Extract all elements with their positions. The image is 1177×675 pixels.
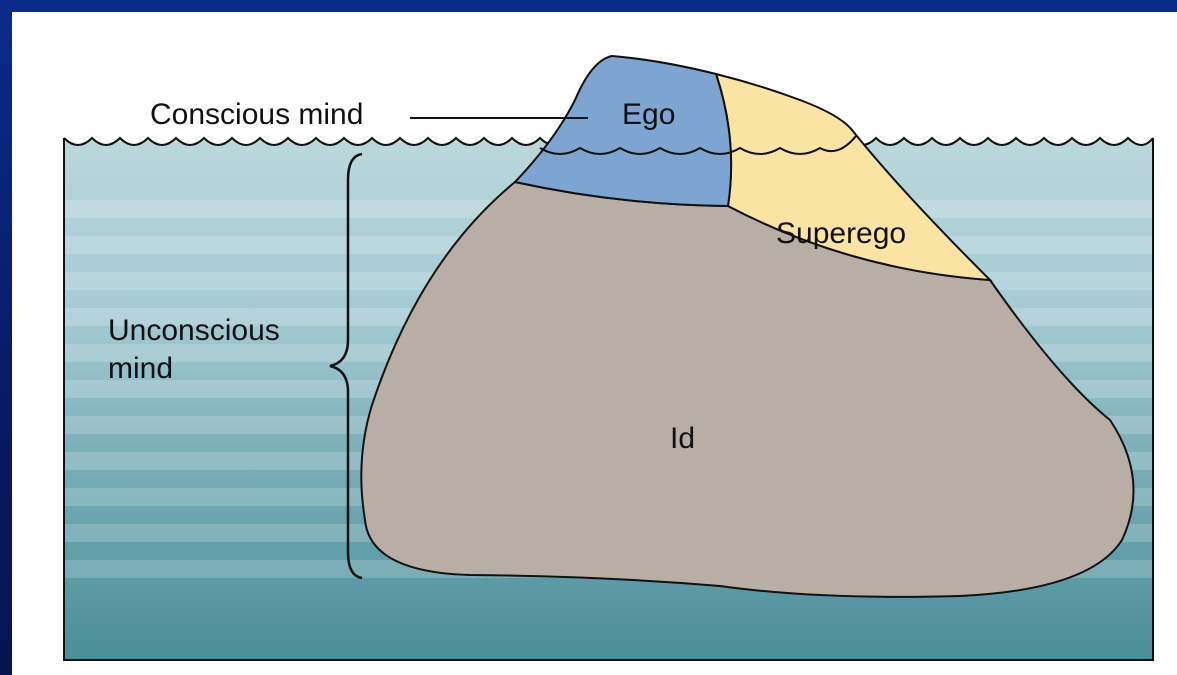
unconscious-mind-label-line1: Unconscious — [108, 314, 280, 347]
unconscious-mind-label-line2: mind — [108, 352, 173, 385]
conscious-mind-label: Conscious mind — [150, 98, 363, 131]
id-label: Id — [670, 422, 695, 455]
ego-region — [515, 56, 731, 206]
ego-label: Ego — [622, 98, 675, 131]
superego-label: Superego — [776, 217, 906, 250]
